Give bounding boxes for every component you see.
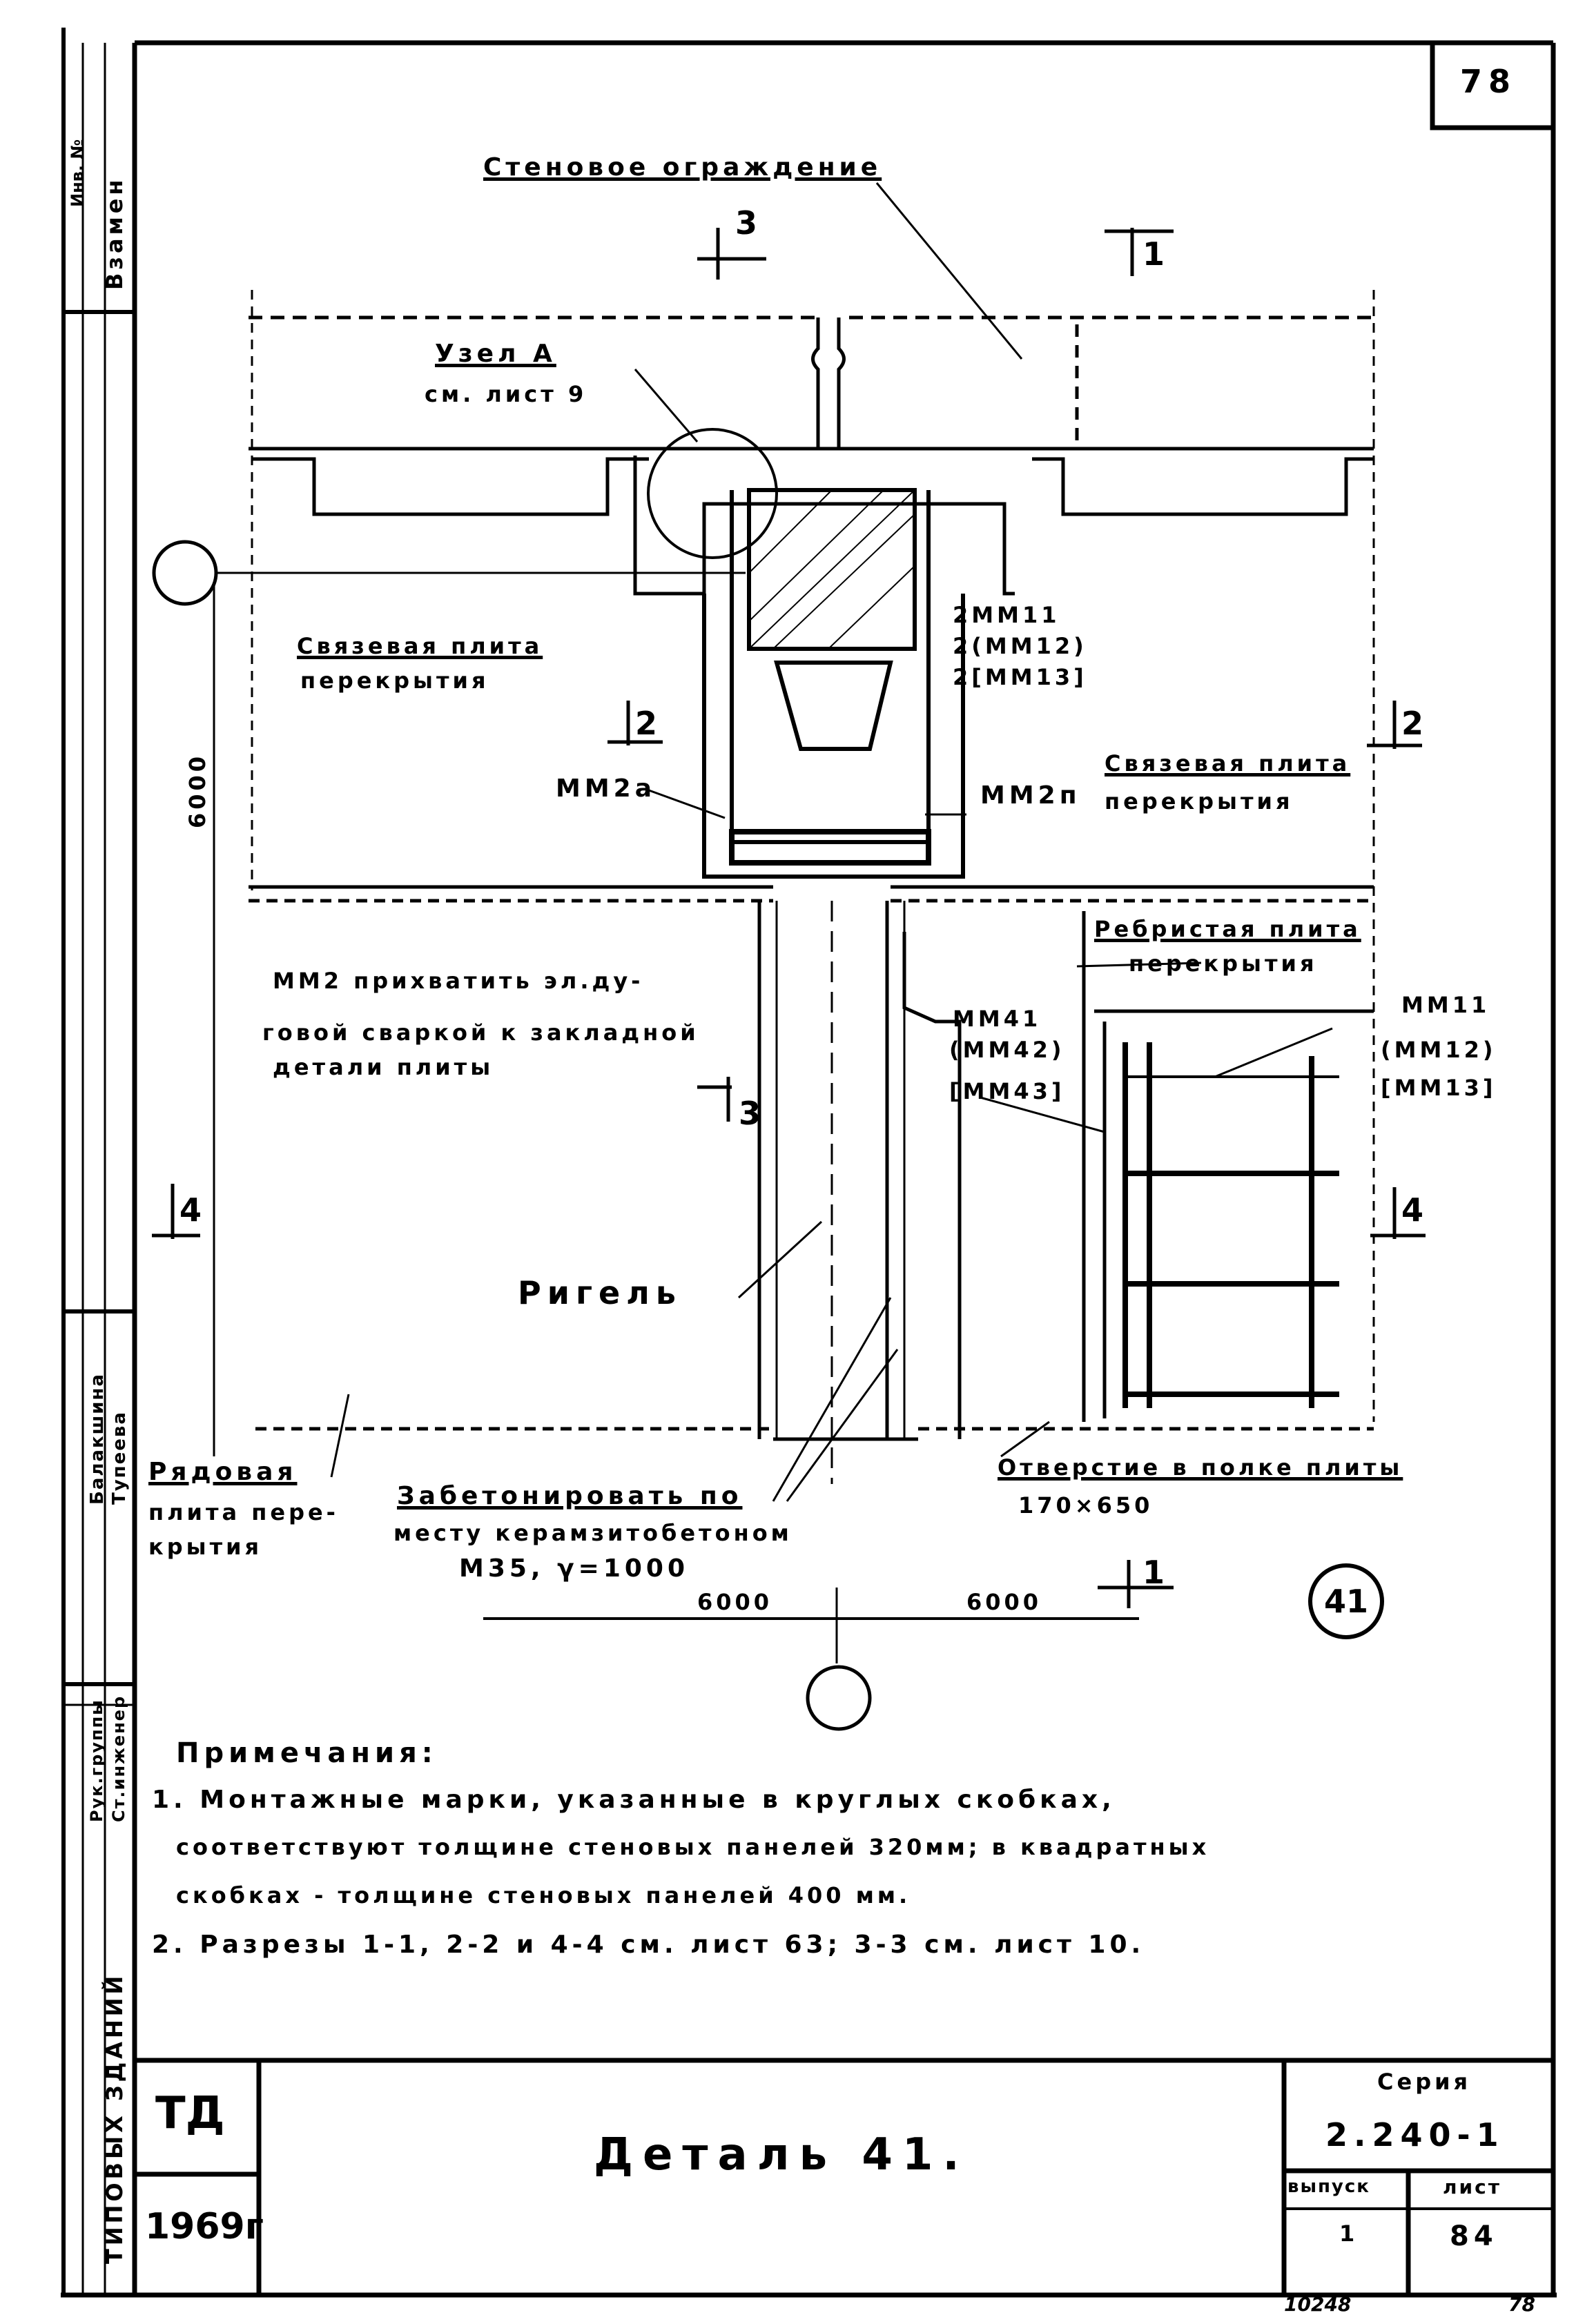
section-mark-2-right: 2: [1401, 705, 1430, 742]
beam-section: [702, 488, 965, 879]
dim-vertical: 6000: [184, 752, 211, 828]
frame-lines: [61, 28, 1557, 2298]
detail-circle-mark: 41: [1308, 1563, 1384, 1639]
label-ordinary-3: крытия: [148, 1534, 263, 1560]
dim-left: 6000: [697, 1589, 773, 1615]
label-ribbed-1: Ребристая плита: [1094, 916, 1361, 942]
detail-circle-number: 41: [1323, 1583, 1368, 1620]
label-opening-1: Отверстие в полке плиты: [998, 1454, 1403, 1481]
axis-circle-bottom: [806, 1665, 872, 1731]
label-concrete-2: месту керамзитобетоном: [393, 1520, 792, 1546]
side-label-inv: Инв. №: [68, 139, 87, 207]
label-tie-plate-left-2: перекрытия: [300, 667, 489, 694]
label-ordinary-2: плита пере-: [148, 1499, 339, 1525]
section-mark-3-top: 3: [735, 204, 764, 242]
label-mm11-2: (ММ12): [1381, 1037, 1497, 1063]
section-arrows: [152, 228, 1426, 1608]
page-number: 78: [1460, 63, 1517, 100]
label-mm2a: ММ2а: [556, 774, 656, 803]
label-mm41-3: [ММ43]: [949, 1078, 1065, 1104]
node-a-circle: [647, 428, 778, 559]
footer-code: 10248: [1284, 2293, 1352, 2316]
label-rigel: Ригель: [518, 1274, 682, 1311]
label-tie-plate-left-1: Связевая плита: [297, 633, 543, 659]
label-mm41-2: (ММ42): [949, 1037, 1065, 1063]
label-concrete-3: М35, γ=1000: [459, 1554, 690, 1583]
section-mark-4-left: 4: [179, 1191, 208, 1229]
stamp-sheet-value: 84: [1450, 2220, 1498, 2252]
dim-right: 6000: [966, 1589, 1042, 1615]
section-mark-4-right: 4: [1401, 1191, 1430, 1229]
label-mm-right-1: 2ММ11: [953, 602, 1060, 628]
rigel: [255, 901, 1374, 1484]
stamp-series-value: 2.240-1: [1325, 2116, 1505, 2154]
label-weld-note-3: детали плиты: [273, 1054, 494, 1080]
label-node-ref: см. лист 9: [425, 381, 587, 407]
label-tie-plate-right-1: Связевая плита: [1105, 750, 1351, 777]
label-weld-note-2: говой сваркой к закладной: [262, 1019, 699, 1046]
label-mm-right-3: 2[ММ13]: [953, 664, 1087, 690]
axis-markers: [152, 428, 872, 1731]
side-label-tupeeva: Тупеева: [109, 1411, 130, 1505]
label-mm11-3: [ММ13]: [1381, 1075, 1497, 1101]
floor-slabs-top: [249, 447, 1374, 596]
stamp-sheet-label: лист: [1443, 2176, 1501, 2198]
floor-line: [249, 885, 1374, 903]
stamp-issue-value: 1: [1339, 2220, 1359, 2247]
dimension-lines: [213, 290, 1375, 1663]
label-weld-note-1: ММ2 прихватить эл.ду-: [273, 968, 644, 994]
label-node-a: Узел А: [435, 340, 556, 368]
stamp-issue-label: выпуск: [1287, 2176, 1370, 2197]
side-label-typical: ТИПОВЫХ ЗДАНИЙ: [101, 1972, 128, 2264]
axis-circle-left: [152, 540, 218, 606]
wall-panels: [249, 315, 1374, 449]
notes-line4: 2. Разрезы 1-1, 2-2 и 4-4 см. лист 63; 3…: [152, 1931, 1145, 1959]
title-block-lines: [135, 2058, 1553, 2295]
label-mm2p: ММ2п: [980, 781, 1081, 810]
stamp-org: ТД: [155, 2088, 225, 2139]
side-label-st-eng: Ст.инженер: [109, 1695, 128, 1822]
section-mark-1-bottom: 1: [1142, 1554, 1171, 1591]
label-concrete-1: Забетонировать по: [397, 1482, 743, 1510]
side-label-balakshina: Балакшина: [87, 1373, 108, 1505]
leader-lines: [330, 182, 1333, 1502]
notes-line1: 1. Монтажные марки, указанные в круглых …: [152, 1786, 1116, 1814]
stamp-series-label: Серия: [1377, 2069, 1472, 2095]
stamp-title: Деталь 41.: [594, 2129, 969, 2180]
section-mark-2-left: 2: [635, 705, 664, 742]
label-opening-2: 170×650: [1018, 1492, 1154, 1519]
footer-right: 78: [1508, 2293, 1535, 2316]
notes-line2: соответствуют толщине стеновых панелей 3…: [176, 1834, 1210, 1860]
section-mark-3-mid: 3: [739, 1095, 768, 1132]
label-mm11-1: ММ11: [1401, 992, 1490, 1018]
label-ordinary-1: Рядовая: [148, 1458, 298, 1486]
section-mark-1-top: 1: [1142, 235, 1171, 273]
label-tie-plate-right-2: перекрытия: [1105, 788, 1294, 814]
label-mm41-1: ММ41: [953, 1006, 1042, 1032]
side-label-vzamen: Взамен: [101, 176, 128, 290]
notes-title: Примечания:: [176, 1737, 438, 1769]
ribbed-slab: [1082, 911, 1374, 1422]
stamp-year: 1969г: [145, 2206, 264, 2247]
notes-line3: скобках - толщине стеновых панелей 400 м…: [176, 1882, 911, 1908]
side-label-ruk: Рук.группы: [87, 1699, 106, 1822]
label-ribbed-2: перекрытия: [1129, 950, 1318, 977]
label-mm-right-2: 2(ММ12): [953, 633, 1087, 659]
label-wall-fence: Стеновое ограждение: [483, 153, 882, 182]
